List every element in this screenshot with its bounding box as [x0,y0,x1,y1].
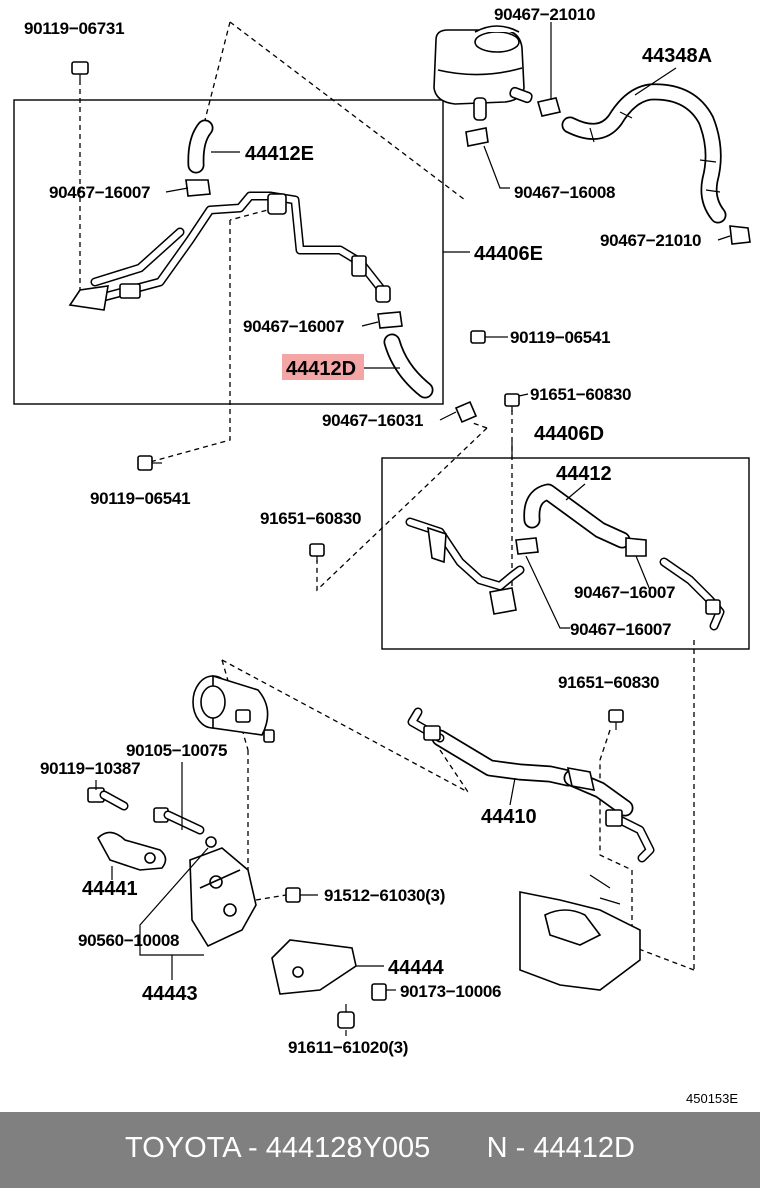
clamp-90467-21010-right [729,225,751,245]
bolt-90119-06541-a [470,330,494,344]
label-90467-16031: 90467−16031 [322,411,423,430]
washer-90560-10008 [205,836,217,848]
hose-44348A [561,83,727,224]
frame-44406E [13,99,444,405]
label-91651-60830-a: 91651−60830 [530,385,631,404]
label-90119-06541-b: 90119−06541 [90,489,190,508]
hose-44412 [523,483,631,549]
label-90105-10075: 90105−10075 [126,741,227,760]
label-44441: 44441 [82,878,138,900]
label-44406E: 44406E [474,243,543,265]
pipe-44406E [68,191,391,311]
label-90467-21010-right: 90467−21010 [600,231,701,250]
label-91651-60830-c: 91651−60830 [558,673,659,692]
footer-part-info: TOYOTA - 444128Y005 N - 44412D [125,1132,635,1164]
label-44348A: 44348A [642,45,712,67]
clamp-90467-16007-b [377,311,403,329]
label-90467-16007-c: 90467−16007 [574,583,675,602]
label-90467-16008: 90467−16008 [514,183,615,202]
pipe-44410 [407,707,655,863]
hose-44412D [383,333,434,399]
bolt-91512-61030 [285,887,318,903]
frame-44406D [381,457,750,650]
label-44412E: 44412E [245,143,314,165]
hose-44412E [187,119,214,174]
label-90467-16007-d: 90467−16007 [570,620,671,639]
label-44443: 44443 [142,983,198,1005]
leader-lines [95,22,731,1036]
bolt-90119-06731 [71,61,89,80]
dashed-reference-lines [79,21,695,971]
parts-diagram: 90119−06731 90467−21010 44348A 44412E 90… [13,5,751,1106]
footer-bar [0,1112,760,1188]
clamp-90467-16031 [454,400,478,424]
bolt-91651-60830-b [309,543,325,562]
pipe-44406D [405,517,725,631]
label-90467-16007-a: 90467−16007 [49,183,150,202]
label-91611-61020: 91611−61020(3) [288,1038,408,1057]
label-90119-06731: 90119−06731 [24,19,124,38]
bracket-44443 [189,847,257,948]
reservoir-tank [433,25,562,147]
steering-gear-housing [519,874,641,991]
label-91512-61030: 91512−61030(3) [324,886,445,905]
label-44412: 44412 [556,463,612,485]
highlight-box [282,354,364,380]
bolt-90105-10075 [153,807,205,835]
label-90467-21010-top: 90467−21010 [494,5,595,24]
diagram-reference: 450153E [686,1091,738,1106]
bracket-44444 [271,939,357,995]
bolt-90119-10387 [87,787,129,811]
label-90467-16007-b: 90467−16007 [243,317,344,336]
clamp-90467-16007-c [625,537,647,557]
label-91651-60830-b: 91651−60830 [260,509,361,528]
label-90560-10008: 90560−10008 [78,931,179,950]
label-44406D: 44406D [534,423,604,445]
label-90119-06541-a: 90119−06541 [510,328,610,347]
bolt-91611-61020 [337,1004,355,1029]
bolt-91651-60830-a [504,393,520,412]
power-steering-pump [192,674,275,743]
clamp-90467-16007-d [515,537,539,555]
bolt-90119-06541-b [137,455,162,471]
label-44412D: 44412D [286,358,356,380]
clip-90173-10006 [371,983,387,1001]
bracket-44441 [97,831,167,871]
label-90119-10387: 90119−10387 [40,759,140,778]
label-44444: 44444 [388,957,444,979]
label-90173-10006: 90173−10006 [400,982,501,1001]
label-44410: 44410 [481,806,537,828]
clamp-90467-16007-a [185,179,211,197]
bolt-91651-60830-c [608,709,624,730]
